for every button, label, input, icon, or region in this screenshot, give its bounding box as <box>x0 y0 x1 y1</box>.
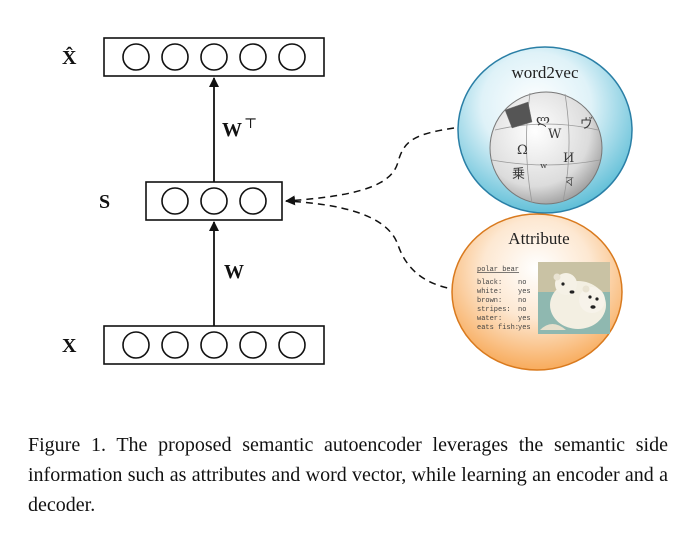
attribute-row: white: yes <box>477 288 531 296</box>
attribute-table-header: polar bear <box>477 266 519 274</box>
attribute-value: no <box>518 297 526 305</box>
wikipedia-globe-icon: Ω W И ʷ 乗 ব ლ ヴ <box>489 91 603 205</box>
attribute-key: black: <box>477 279 502 287</box>
attribute-value: yes <box>518 324 531 332</box>
attribute-row: water: yes <box>477 315 531 323</box>
layer-x-hat <box>103 37 325 77</box>
neuron <box>278 331 306 359</box>
neuron <box>200 43 228 71</box>
neuron <box>161 43 189 71</box>
figure-caption: Figure 1. The proposed semantic autoenco… <box>28 434 668 516</box>
attribute-value: yes <box>518 315 531 323</box>
neuron <box>200 331 228 359</box>
transpose-superscript: ⊤ <box>244 117 257 132</box>
attribute-table: polar bear black: no white: yes brown: n… <box>477 266 531 332</box>
attribute-value: yes <box>518 288 531 296</box>
neuron <box>161 187 189 215</box>
attribute-connector <box>285 200 460 291</box>
svg-text:W: W <box>548 127 562 142</box>
attribute-bubble: Attribute polar bear black: no white: ye… <box>451 213 623 371</box>
neuron <box>239 43 267 71</box>
svg-text:ব: ব <box>565 175 574 190</box>
svg-text:乗: 乗 <box>512 167 525 182</box>
neuron <box>122 43 150 71</box>
layer-x <box>103 325 325 365</box>
attribute-row: stripes: no <box>477 306 526 314</box>
neuron <box>200 187 228 215</box>
attribute-key: eats fish: <box>477 324 519 332</box>
neuron <box>239 331 267 359</box>
neuron <box>122 331 150 359</box>
layer-x-hat-label: X̂ <box>62 45 77 69</box>
word2vec-connector <box>285 127 455 206</box>
layer-s-label: S <box>99 191 110 213</box>
neuron <box>239 187 267 215</box>
svg-text:И: И <box>563 151 574 166</box>
word2vec-bubble: word2vec Ω W И ʷ 乗 ব ლ ヴ <box>457 46 633 214</box>
svg-text:Ω: Ω <box>517 143 528 158</box>
attribute-key: white: <box>477 288 502 296</box>
attribute-key: brown: <box>477 297 502 305</box>
encoder-weight-label: W <box>224 261 244 283</box>
svg-text:ヴ: ヴ <box>580 116 593 132</box>
decoder-weight-label: W⊤ <box>222 117 257 141</box>
layer-s <box>145 181 283 221</box>
polar-bear-photo <box>538 262 610 334</box>
attribute-row: brown: no <box>477 297 526 305</box>
svg-text:ʷ: ʷ <box>540 161 548 176</box>
attribute-value: no <box>518 306 526 314</box>
attribute-row: black: no <box>477 279 526 287</box>
svg-text:ლ: ლ <box>536 113 550 128</box>
attribute-key: stripes: <box>477 306 511 314</box>
attribute-key: water: <box>477 315 502 323</box>
attribute-title: Attribute <box>508 229 569 248</box>
attribute-row: eats fish: yes <box>477 324 531 332</box>
word2vec-title: word2vec <box>511 63 578 82</box>
neuron <box>278 43 306 71</box>
attribute-value: no <box>518 279 526 287</box>
neuron <box>161 331 189 359</box>
layer-x-label: X <box>62 335 77 357</box>
